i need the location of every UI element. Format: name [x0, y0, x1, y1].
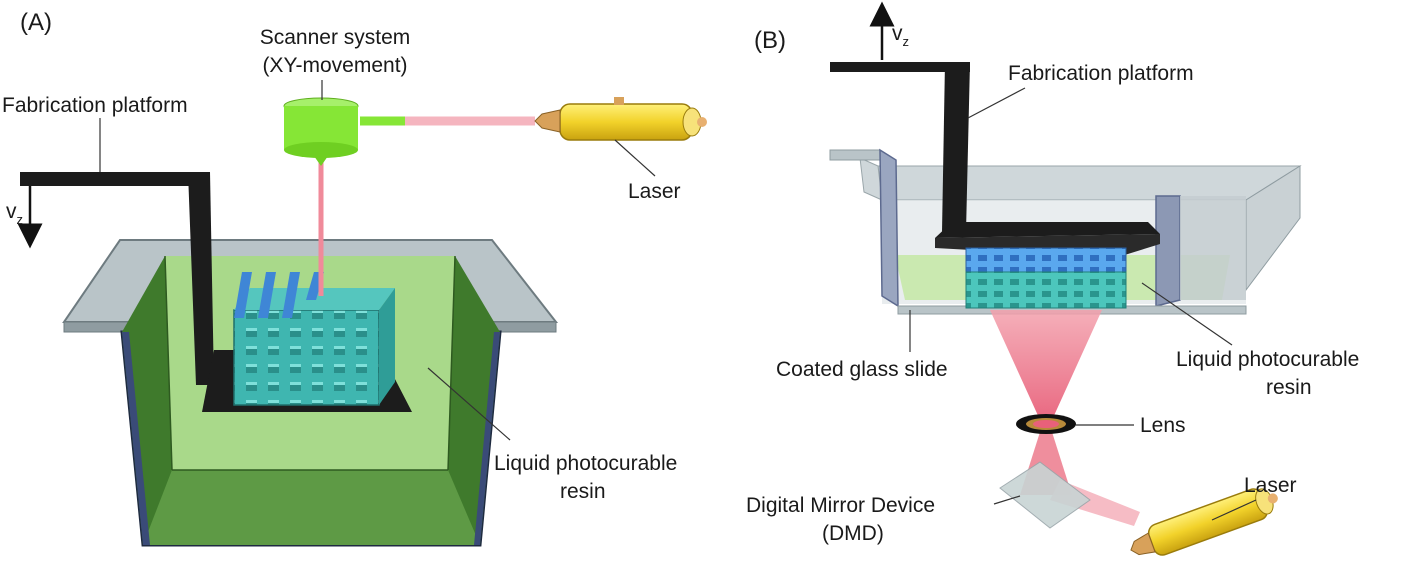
scanner-label-line1: Scanner system: [260, 26, 411, 49]
dmd-mirror: [999, 461, 1091, 529]
panel-a-letter: (A): [20, 9, 52, 36]
dmd-label-line2: (DMD): [822, 522, 884, 545]
laser-label-a: Laser: [628, 180, 681, 203]
fabrication-platform-label-a: Fabrication platform: [2, 94, 188, 117]
printed-part-b: [965, 247, 1127, 309]
resin-label-a-line1: Liquid photocurable: [494, 452, 677, 475]
coated-glass-label: Coated glass slide: [776, 358, 948, 381]
resin-label-a-line2: resin: [560, 480, 606, 503]
resin-label-b-line2: resin: [1266, 376, 1312, 399]
scanner-label-line2: (XY-movement): [262, 54, 407, 77]
velocity-label-a: vz: [6, 200, 23, 227]
lens: [1016, 414, 1076, 434]
velocity-label-b: vz: [892, 22, 909, 49]
panel-a: (A): [2, 9, 707, 547]
light-cone: [990, 310, 1102, 420]
panel-b-letter: (B): [754, 27, 786, 54]
scan-lines: [234, 272, 324, 318]
scanner-unit: [283, 97, 359, 166]
laser-label-b: Laser: [1244, 474, 1297, 497]
laser-device-b: [1130, 488, 1278, 556]
dmd-label-line1: Digital Mirror Device: [746, 494, 935, 517]
printed-part-a: [233, 272, 395, 406]
resin-label-b-line1: Liquid photocurable: [1176, 348, 1359, 371]
fabrication-platform-label-b: Fabrication platform: [1008, 62, 1194, 85]
laser-device-a: [534, 97, 707, 141]
panel-b: (B): [746, 1, 1359, 556]
lens-label: Lens: [1140, 414, 1186, 437]
